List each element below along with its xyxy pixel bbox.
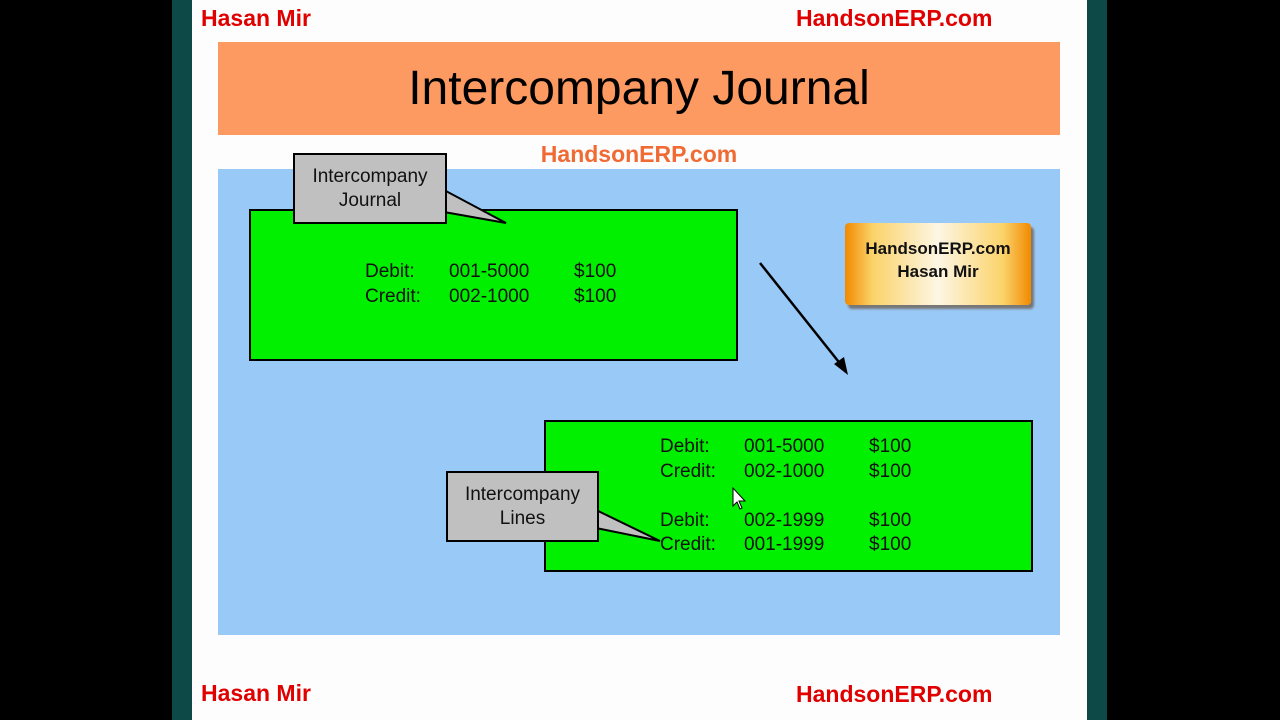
journal-entry-row: Debit: 001-5000 $100 xyxy=(365,260,616,285)
entry-amount: $100 xyxy=(869,509,912,531)
flow-arrow xyxy=(759,262,843,367)
entry-account: 002-1000 xyxy=(449,285,530,307)
entry-account: 001-5000 xyxy=(744,436,825,457)
mouse-cursor-icon xyxy=(732,486,747,510)
entry-account: 001-5000 xyxy=(449,261,530,282)
entry-amount: $100 xyxy=(869,436,912,457)
callout-line: Intercompany xyxy=(312,165,428,187)
watermark-bottom-left: Hasan Mir xyxy=(201,680,311,706)
line-entry-row: Debit: 002-1999 $100 xyxy=(660,509,911,534)
entry-type: Debit: xyxy=(660,436,710,457)
entry-amount: $100 xyxy=(869,534,912,555)
entry-type: Credit: xyxy=(365,285,421,307)
watermark-top-left: Hasan Mir xyxy=(201,5,311,31)
journal-entry-row: Credit: 002-1000 $100 xyxy=(365,285,616,310)
entry-amount: $100 xyxy=(869,460,912,482)
callout-line: Intercompany xyxy=(464,483,581,505)
badge-site: HandsonERP.com xyxy=(865,239,1011,258)
callout-line: Lines xyxy=(499,507,546,529)
entry-type: Debit: xyxy=(660,509,710,531)
lines-box: Debit: 001-5000 $100 Credit: 002-1000 $100 D… xyxy=(544,420,1033,572)
entry-type: Credit: xyxy=(660,534,716,555)
entry-type: Debit: xyxy=(365,261,415,282)
right-frame-strip xyxy=(1087,0,1107,720)
arrow-head-icon xyxy=(834,357,848,375)
watermark-top-right: HandsonERP.com xyxy=(796,5,993,31)
journal-box: Debit: 001-5000 $100 Credit: 002-1000 $100 xyxy=(249,209,738,361)
watermark-bottom-right: HandsonERP.com xyxy=(796,681,993,707)
callout-line: Journal xyxy=(338,189,402,211)
entry-account: 002-1000 xyxy=(744,460,825,482)
line-entry-row: Credit: 001-1999 $100 xyxy=(660,533,911,558)
line-entry-row: Debit: 001-5000 $100 xyxy=(660,435,911,460)
author-badge: HandsonERP.com Hasan Mir xyxy=(845,223,1031,305)
entry-type: Credit: xyxy=(660,460,716,482)
entry-amount: $100 xyxy=(574,261,617,282)
line-entry-row: Credit: 002-1000 $100 xyxy=(660,460,911,485)
lines-callout-tail xyxy=(595,508,661,542)
slide-title: Intercompany Journal xyxy=(218,42,1060,135)
left-frame-strip xyxy=(172,0,192,720)
entry-account: 002-1999 xyxy=(744,509,825,531)
entry-account: 001-1999 xyxy=(744,534,825,555)
journal-callout-tail xyxy=(443,188,507,224)
badge-author: Hasan Mir xyxy=(897,262,979,281)
entry-amount: $100 xyxy=(574,285,617,307)
watermark-center: HandsonERP.com xyxy=(540,141,738,167)
